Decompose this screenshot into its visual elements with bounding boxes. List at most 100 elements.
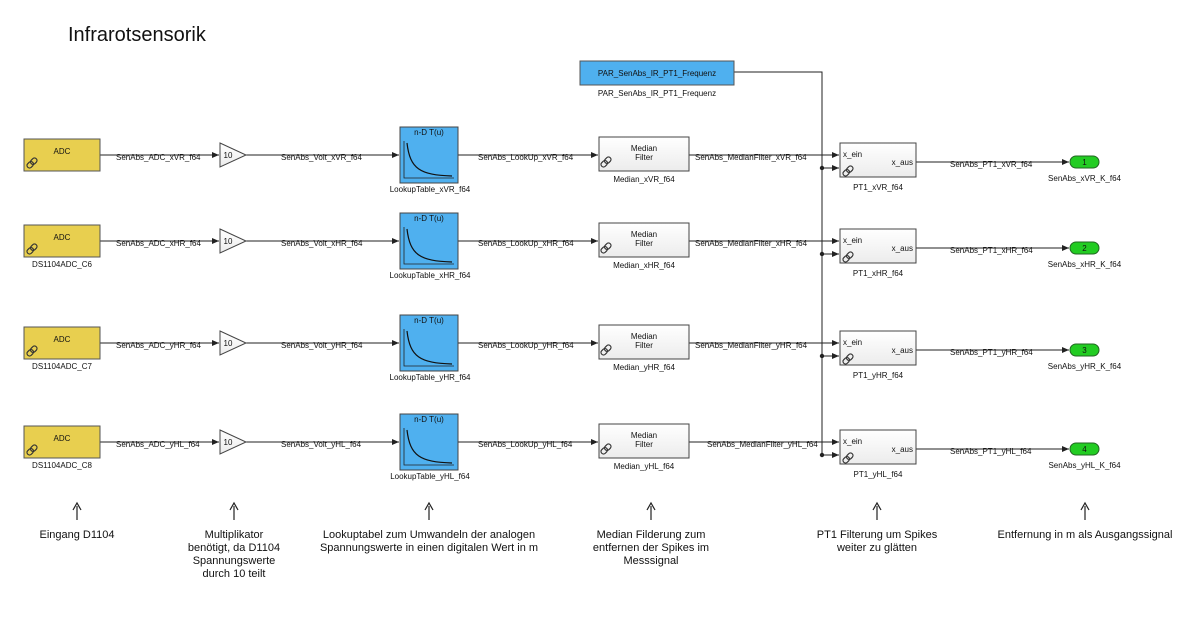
median-filter-block[interactable]	[598, 222, 690, 258]
pt1-caption: PT1_xHR_f64	[853, 269, 904, 278]
outport-number: 1	[1082, 158, 1087, 167]
median-filter-label: Median	[631, 230, 657, 239]
median-filter-block[interactable]	[598, 136, 690, 172]
link-icon-ring	[845, 452, 854, 461]
branch-point	[819, 353, 825, 359]
link-icon-ring	[600, 347, 609, 356]
lookup-curve	[406, 429, 453, 464]
pt1-input-label: x_ein	[843, 437, 862, 446]
pt1-block[interactable]	[839, 330, 917, 366]
adc-block[interactable]	[23, 425, 101, 459]
diagram-title: Infrarotsensorik	[68, 24, 206, 46]
signal-label-lookup: SenAbs_LookUp_xVR_f64	[478, 153, 574, 162]
branch-point	[819, 251, 825, 257]
annotation-text: Lookuptabel zum Umwandeln der analogen	[323, 529, 535, 541]
outport-block[interactable]	[1069, 343, 1100, 357]
parameter-block-label: PAR_SenAbs_IR_PT1_Frequenz	[598, 69, 716, 78]
annotation-arrow-head	[872, 501, 882, 511]
labels: PAR_SenAbs_IR_PT1_FrequenzPAR_SenAbs_IR_…	[32, 69, 1172, 580]
link-icon-ring	[845, 251, 854, 260]
lookup-table-caption: LookupTable_xHR_f64	[390, 271, 471, 280]
signal-label-volt: SenAbs_Volt_xHR_f64	[281, 239, 363, 248]
outport-block[interactable]	[1069, 442, 1100, 456]
outport-number: 4	[1082, 445, 1087, 454]
lookup-table-label: n-D T(u)	[414, 316, 444, 325]
signal-label-pt1: SenAbs_PT1_xHR_f64	[950, 246, 1033, 255]
annotation-text: durch 10 teilt	[203, 568, 266, 580]
pt1-block[interactable]	[839, 142, 917, 178]
outport-block[interactable]	[1069, 155, 1100, 169]
median-filter-label: Filter	[635, 341, 653, 350]
blocks	[23, 60, 1100, 471]
adc-block-label: ADC	[54, 335, 71, 344]
pt1-output-label: x_aus	[892, 158, 913, 167]
link-icon-ring	[842, 168, 851, 177]
adc-block-label: ADC	[54, 147, 71, 156]
annotation-text: entfernen der Spikes im	[593, 542, 709, 554]
median-filter-caption: Median_yHR_f64	[613, 363, 675, 372]
link-icon-ring	[842, 455, 851, 464]
annotation-arrow-head	[424, 501, 434, 511]
gain-block[interactable]	[219, 429, 248, 455]
link-icon-ring	[603, 242, 612, 251]
pt1-block[interactable]	[839, 228, 917, 264]
pt1-output-label: x_aus	[892, 445, 913, 454]
adc-block-label: ADC	[54, 434, 71, 443]
link-icon-ring	[26, 348, 35, 357]
adc-block[interactable]	[23, 326, 101, 360]
lookup-table-caption: LookupTable_yHL_f64	[390, 472, 470, 481]
gain-block-value: 10	[224, 438, 233, 447]
link-icon	[600, 156, 612, 168]
gain-block[interactable]	[219, 228, 248, 254]
annotation-text: Spannungswerte	[193, 555, 276, 567]
parameter-block[interactable]	[579, 60, 735, 86]
annotation-arrow-head	[72, 501, 82, 511]
link-icon	[842, 452, 854, 464]
link-icon	[842, 251, 854, 263]
annotation-text: Median Filderung zum	[597, 529, 706, 541]
annotation-text: Multiplikator	[205, 529, 264, 541]
annotation-text: Entfernung in m als Ausgangssignal	[998, 529, 1173, 541]
outport-caption: SenAbs_yHR_K_f64	[1048, 362, 1122, 371]
link-icon-ring	[603, 443, 612, 452]
link-icon	[842, 165, 854, 177]
link-icon	[26, 444, 38, 456]
pt1-block[interactable]	[839, 429, 917, 465]
link-icon-ring	[29, 345, 38, 354]
annotation-arrow-head	[229, 501, 239, 511]
lookup-table-caption: LookupTable_xVR_f64	[390, 185, 471, 194]
gain-block-value: 10	[224, 151, 233, 160]
median-filter-block[interactable]	[598, 423, 690, 459]
signal-label-lookup: SenAbs_LookUp_yHL_f64	[478, 440, 573, 449]
annotation-arrow-head	[1080, 501, 1090, 511]
signal-label-volt: SenAbs_Volt_yHL_f64	[281, 440, 362, 449]
outport-caption: SenAbs_yHL_K_f64	[1048, 461, 1121, 470]
outport-block[interactable]	[1069, 241, 1100, 255]
signal-label-median: SenAbs_MedianFilter_xHR_f64	[695, 239, 808, 248]
signal-label-lookup: SenAbs_LookUp_yHR_f64	[478, 341, 574, 350]
signal-label-median: SenAbs_MedianFilter_xVR_f64	[695, 153, 807, 162]
branch-point	[819, 452, 825, 458]
lookup-curve	[406, 142, 453, 177]
median-filter-block[interactable]	[598, 324, 690, 360]
gain-block[interactable]	[219, 330, 248, 356]
outport-caption: SenAbs_xHR_K_f64	[1048, 260, 1122, 269]
parameter-wire	[734, 71, 823, 455]
lookup-table-label: n-D T(u)	[414, 128, 444, 137]
adc-block[interactable]	[23, 224, 101, 258]
median-filter-caption: Median_xVR_f64	[613, 175, 675, 184]
pt1-output-label: x_aus	[892, 244, 913, 253]
lookup-table-label: n-D T(u)	[414, 214, 444, 223]
outport-number: 3	[1082, 346, 1087, 355]
outport-number: 2	[1082, 244, 1087, 253]
lookup-curve	[406, 330, 453, 365]
link-icon	[600, 242, 612, 254]
median-filter-label: Median	[631, 332, 657, 341]
link-icon-ring	[26, 447, 35, 456]
gain-block-value: 10	[224, 339, 233, 348]
adc-block[interactable]	[23, 138, 101, 172]
lookup-table-caption: LookupTable_yHR_f64	[390, 373, 471, 382]
annotation-text: PT1 Filterung um Spikes	[817, 529, 938, 541]
gain-block[interactable]	[219, 142, 248, 168]
